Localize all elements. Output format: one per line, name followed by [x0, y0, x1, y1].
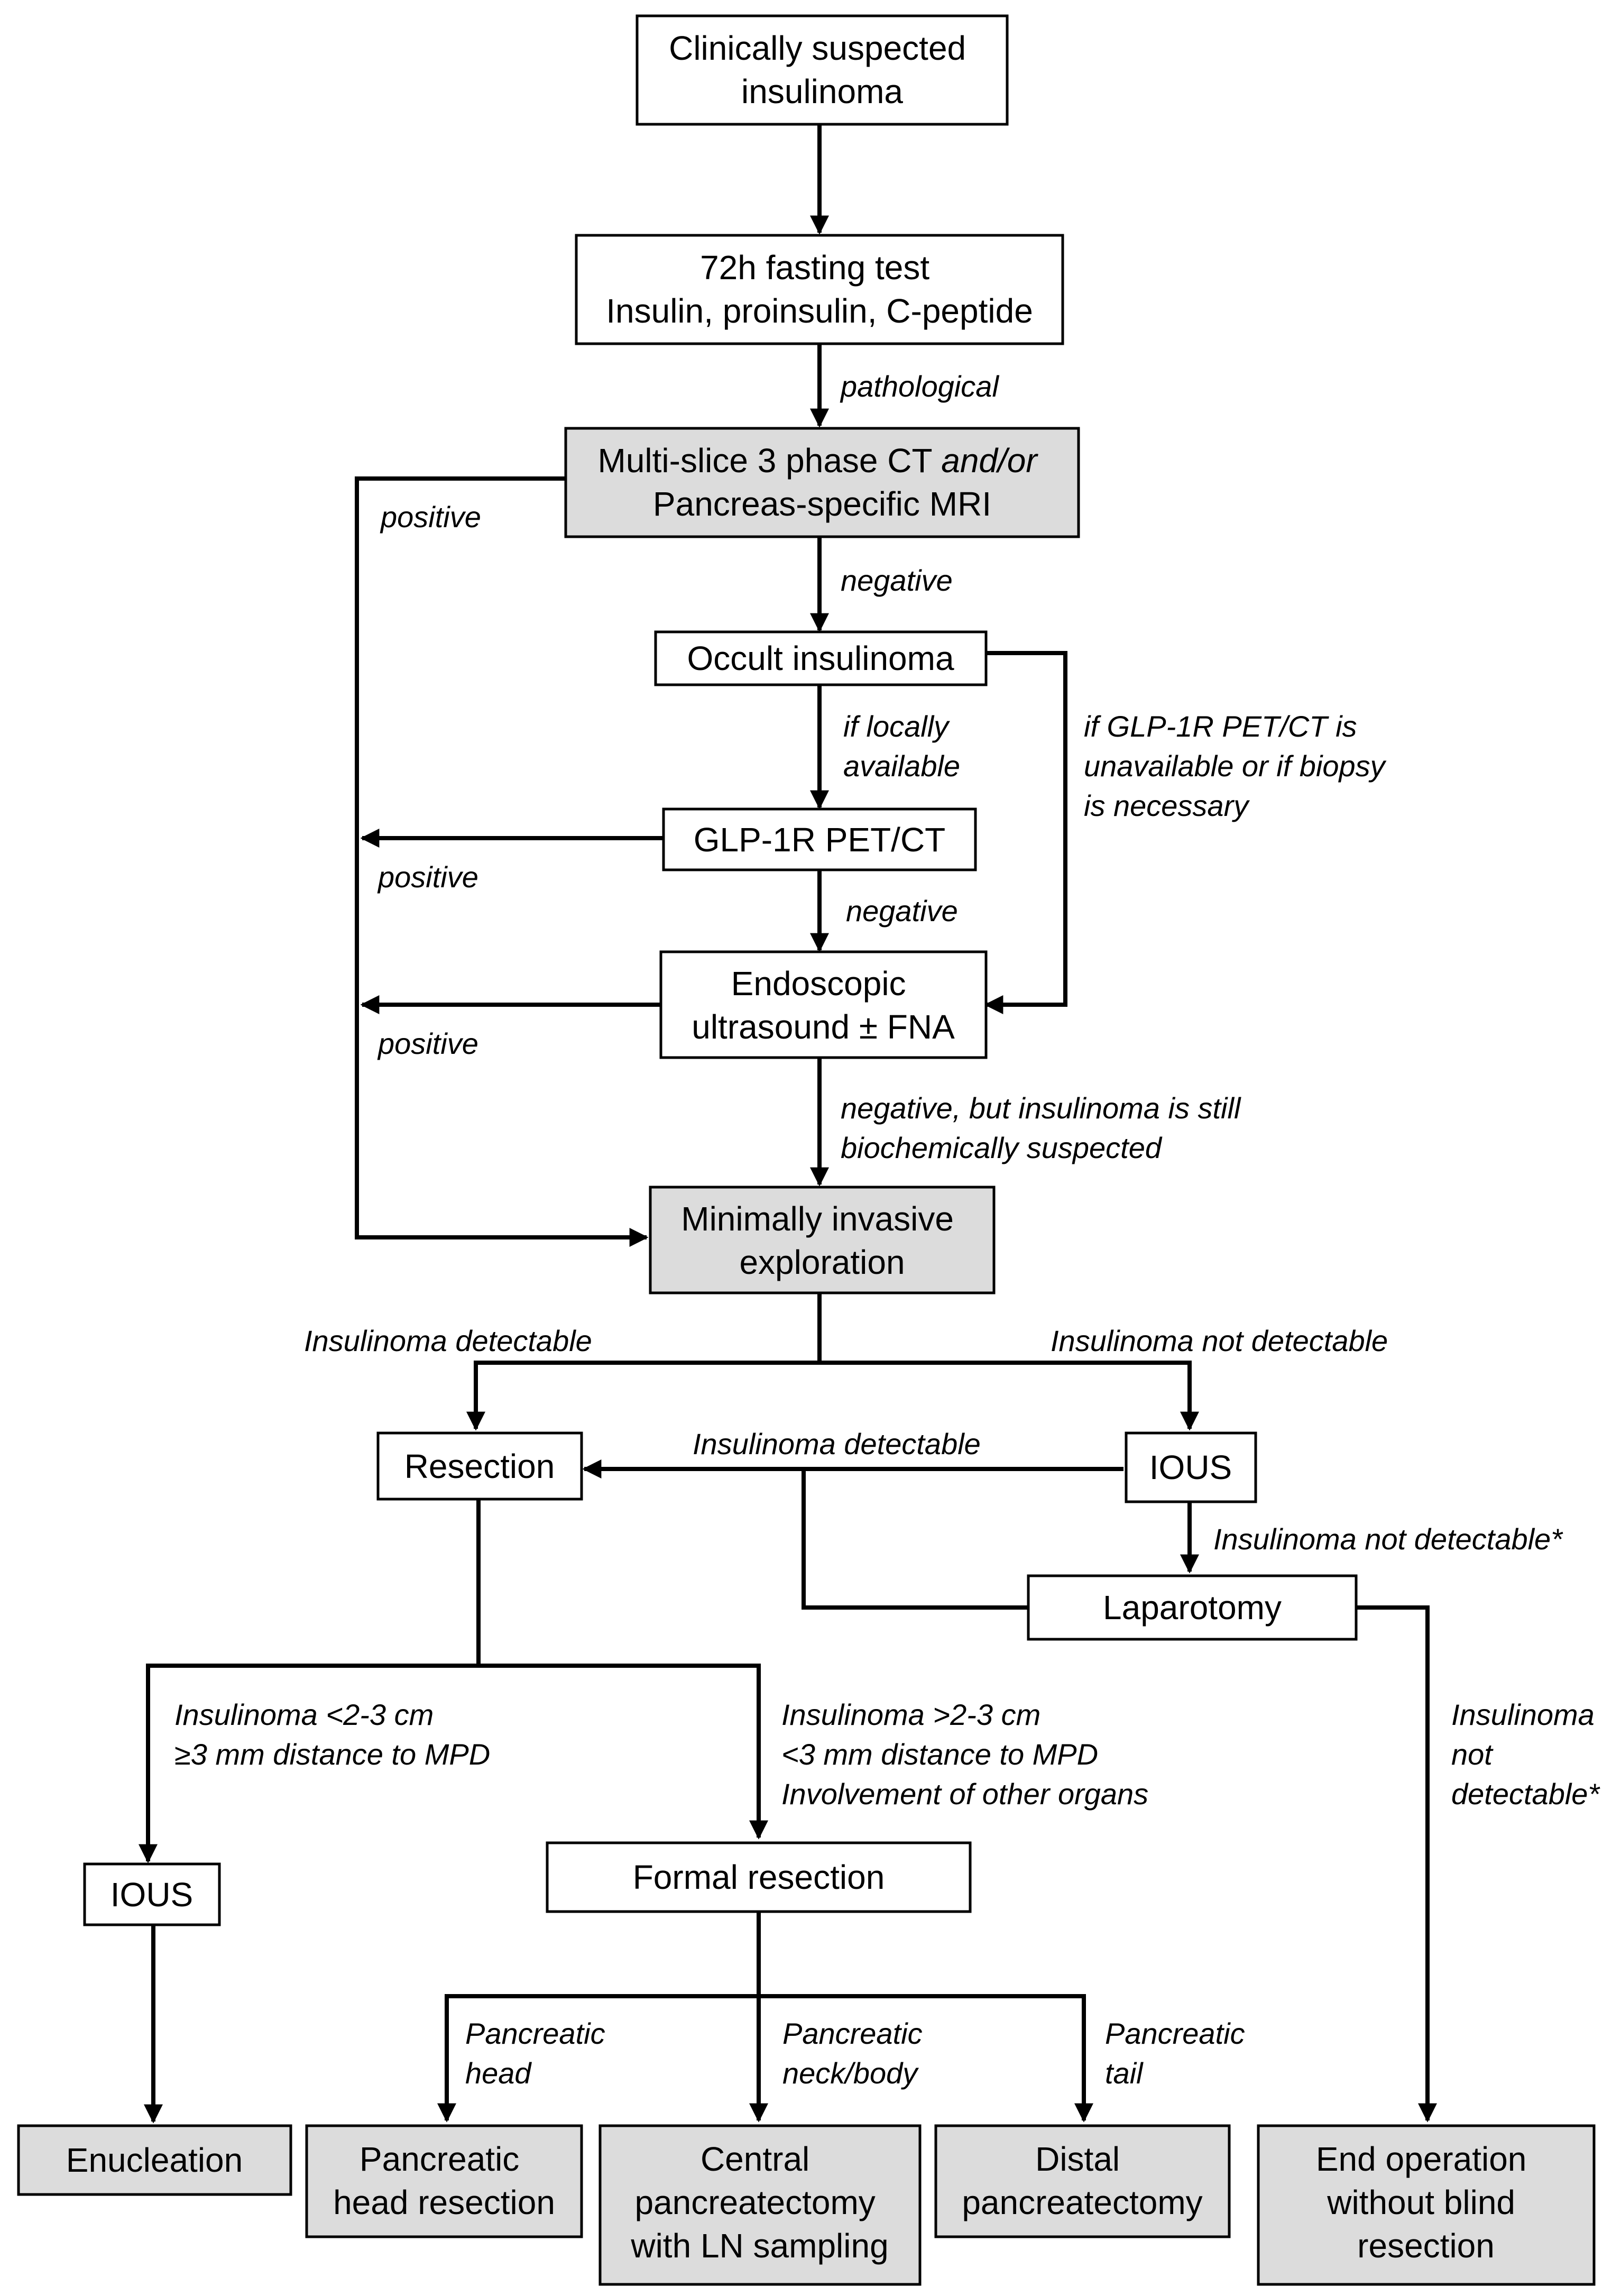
arrow-exploration-to-resection: [466, 1361, 819, 1431]
arrow-laparotomy-to-end: [1356, 1605, 1437, 2123]
arrow-occult-to-eus: [984, 651, 1067, 1014]
node-distal-label: Distal pancreatectomy: [962, 2140, 1202, 2221]
arrow-formal-to-distal: [759, 1994, 1093, 2123]
node-ious-right-label: IOUS: [1149, 1448, 1232, 1486]
node-ious-right-box: [1125, 1431, 1257, 1503]
edge-label-large-tumor: Insulinoma >2-3 cm <3 mm distance to MPD…: [781, 1698, 1148, 1811]
arrow-formal-to-head: [437, 1994, 759, 2123]
edge-label-positive-glp: positive: [377, 860, 478, 894]
node-eus-box: [659, 950, 988, 1059]
node-occult-box: [654, 630, 988, 686]
node-exploration-label: Minimally invasive exploration: [681, 1200, 963, 1281]
node-head-resection-box: [305, 2124, 583, 2238]
edge-label-negative-eus: negative, but insulinoma is still bioche…: [841, 1091, 1249, 1164]
node-exploration-box: [649, 1186, 996, 1294]
node-central-label: Central pancreatectomy with LN sampling: [630, 2140, 888, 2265]
edge-label-positive-ct: positive: [380, 500, 481, 534]
node-formal-resection-box: [546, 1841, 972, 1913]
node-resection-label: Resection: [404, 1447, 555, 1485]
edge-label-head: Pancreatic head: [465, 2017, 613, 2090]
edge-label-detectable-left: Insulinoma detectable: [304, 1324, 592, 1357]
node-occult-label: Occult insulinoma: [687, 639, 954, 677]
node-central-box: [598, 2124, 922, 2286]
edge-label-negative-ct: negative: [841, 564, 953, 597]
boxes: [17, 14, 1596, 2286]
arrow-resection-to-ious-left: [139, 1664, 478, 1863]
node-laparotomy-label: Laparotomy: [1103, 1588, 1282, 1627]
edge-label-pathological: pathological: [840, 370, 999, 403]
edge-label-negative-glp: negative: [846, 894, 958, 927]
connectors: [139, 124, 1437, 2124]
edge-label-tail: Pancreatic tail: [1105, 2017, 1253, 2090]
arrow-exploration-to-ious: [819, 1361, 1199, 1431]
node-head-resection-label: Pancreatic head resection: [333, 2140, 555, 2221]
edge-labels: pathological positive negative if locall…: [174, 370, 1602, 2090]
node-ious-left-box: [83, 1862, 221, 1926]
arrow-resection-to-formal: [478, 1664, 768, 1840]
node-distal-box: [934, 2124, 1231, 2238]
node-glp1r-label: GLP-1R PET/CT: [694, 821, 946, 859]
node-ct-mri-box: [564, 427, 1080, 538]
edge-label-positive-eus: positive: [377, 1027, 478, 1060]
node-suspected-label: Clinically suspected insulinoma: [669, 29, 975, 111]
node-laparotomy-box: [1027, 1574, 1358, 1641]
node-glp1r-box: [662, 807, 977, 871]
node-end-operation-box: [1257, 2124, 1596, 2286]
node-eus-label: Endoscopic ultrasound ± FNA: [692, 965, 955, 1046]
node-end-operation-label: End operation without blind resection: [1316, 2140, 1536, 2265]
edge-label-not-detectable-ious: Insulinoma not detectable*: [1213, 1522, 1563, 1556]
node-suspected-box: [635, 14, 1009, 126]
node-formal-resection-label: Formal resection: [633, 1858, 885, 1896]
node-ct-mri-label: Multi-slice 3 phase CT and/or Pancreas-s…: [598, 442, 1047, 523]
edge-label-detectable-ious: Insulinoma detectable: [693, 1427, 981, 1461]
edge-label-not-detectable-right: Insulinoma not detectable: [1051, 1324, 1388, 1357]
node-fasting-label: 72h fasting test Insulin, proinsulin, C-…: [606, 249, 1033, 330]
edge-label-locally-available: if locally available: [843, 710, 960, 783]
node-enucleation-box: [17, 2124, 292, 2196]
edge-label-neck-body: Pancreatic neck/body: [782, 2017, 931, 2090]
arrow-ct-positive-to-exploration: [355, 476, 649, 1247]
node-ious-left-label: IOUS: [110, 1876, 193, 1914]
node-enucleation-label: Enucleation: [66, 2141, 243, 2179]
edge-label-small-tumor: Insulinoma <2-3 cm ≥3 mm distance to MPD: [174, 1698, 490, 1771]
edge-label-not-detectable-lap: Insulinoma not detectable*: [1451, 1698, 1602, 1811]
edge-label-glp-unavailable: if GLP-1R PET/CT is unavailable or if bi…: [1084, 710, 1393, 822]
node-texts: Clinically suspected insulinoma 72h fast…: [66, 29, 1536, 2265]
node-fasting-box: [575, 234, 1064, 345]
node-resection-box: [376, 1431, 583, 1501]
line-laparotomy-to-resection: [802, 1469, 1028, 1610]
